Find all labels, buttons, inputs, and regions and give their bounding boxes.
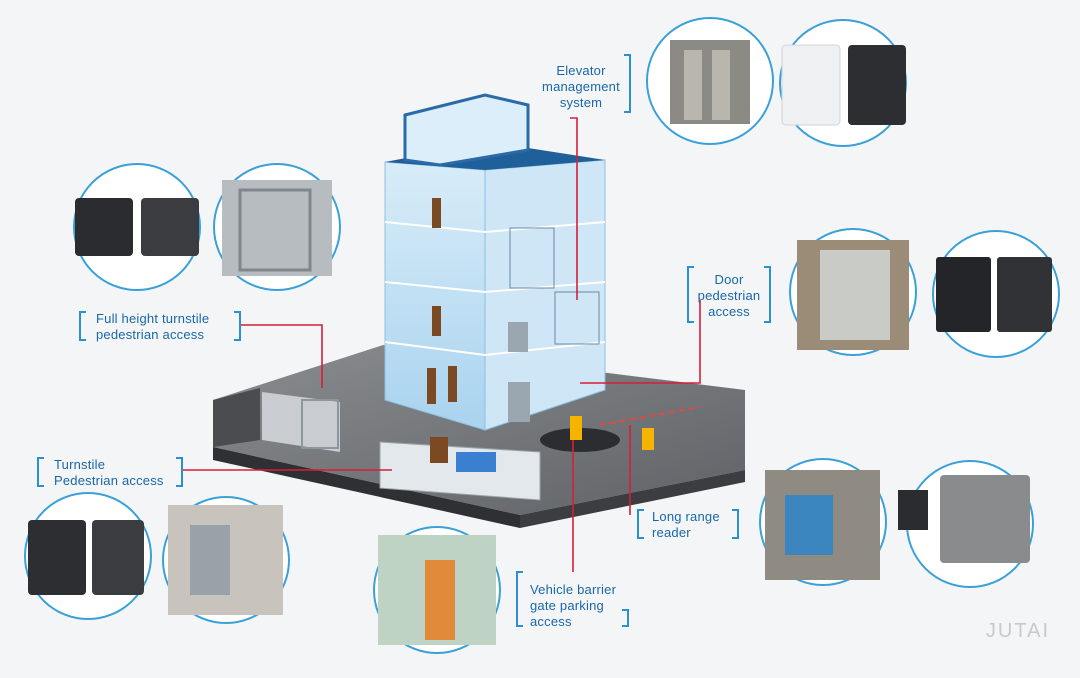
label-brackets <box>37 54 771 627</box>
ground-platform <box>213 345 745 528</box>
photo-turnstile-reader <box>73 163 201 291</box>
label-turnstile-pedestrian: Turnstile Pedestrian access <box>54 457 164 488</box>
lobby-room <box>379 437 541 501</box>
label-door-pedestrian: Door pedestrian access <box>697 272 761 319</box>
photo-elevator-reader <box>779 19 907 147</box>
photo-full-height-turnstile <box>213 163 341 291</box>
photo-tripod-reader <box>24 492 152 620</box>
parking-barrier-area <box>540 406 701 452</box>
photo-door-lobby <box>789 228 917 356</box>
label-long-range-reader: Long range reader <box>652 509 720 540</box>
photo-long-range-antenna <box>759 458 887 586</box>
label-vehicle-barrier: Vehicle barrier gate parking access <box>530 582 617 629</box>
photo-long-range-reader <box>898 460 1034 588</box>
connector-lines <box>182 117 701 572</box>
photo-elevator-hall <box>646 17 774 145</box>
office-building <box>384 93 606 431</box>
label-full-height-turnstile: Full height turnstile pedestrian access <box>96 311 210 342</box>
watermark-logo: JUTAI <box>985 620 1050 642</box>
photo-tripod-turnstile <box>162 496 290 624</box>
photo-door-reader <box>932 230 1060 358</box>
turnstile-enclosure <box>262 392 340 452</box>
label-elevator-management: Elevator management system <box>542 63 620 110</box>
photo-vehicle-barrier <box>373 526 501 654</box>
